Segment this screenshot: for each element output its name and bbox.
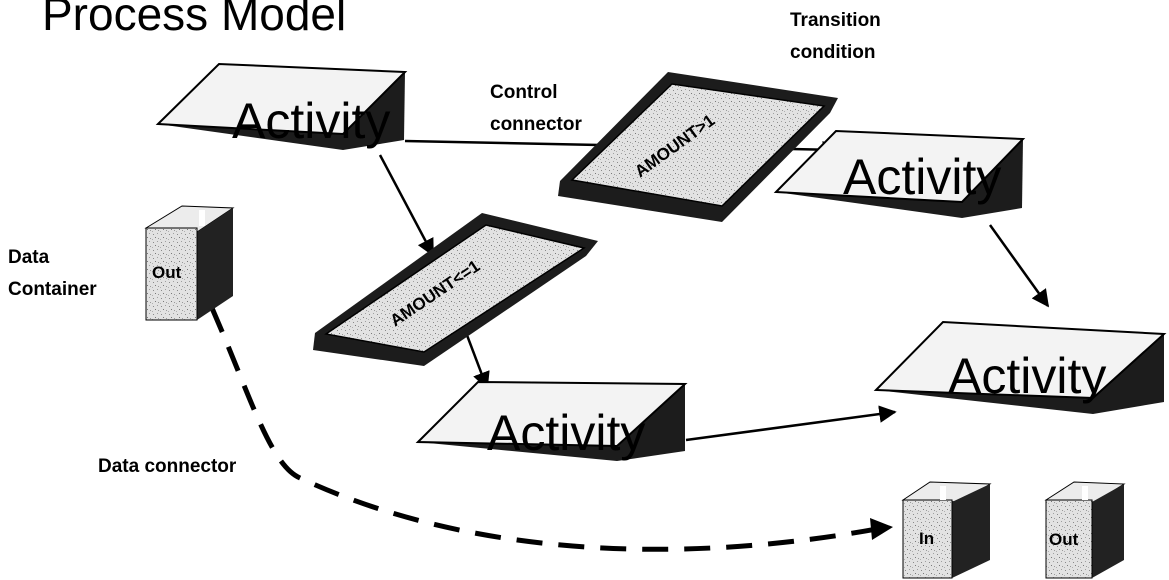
transition-condition-label-line2: condition: [790, 42, 875, 63]
transition-condition-amount-le-1[interactable]: AMOUNT<=1: [313, 213, 598, 366]
data-container-in[interactable]: In: [901, 481, 992, 579]
data-container-out-right[interactable]: Out: [1044, 481, 1126, 579]
activity-1[interactable]: Activity: [155, 62, 408, 150]
activity-3-label: Activity: [487, 405, 645, 461]
activity-2[interactable]: Activity: [773, 129, 1026, 218]
control-connector-line-to-activity4: [988, 224, 1050, 308]
data-connector-line: [209, 306, 883, 552]
activity-4-label: Activity: [948, 348, 1106, 404]
data-connector-arrowhead: [870, 518, 893, 540]
activity-1-label: Activity: [232, 93, 390, 149]
transition-condition-amount-gt-1[interactable]: AMOUNT>1: [558, 72, 838, 222]
data-container-out-left-label: Out: [152, 263, 182, 282]
control-connector-label-line2: connector: [490, 114, 582, 135]
activity-3[interactable]: Activity: [415, 380, 688, 461]
data-container-out-left[interactable]: Out: [144, 205, 235, 321]
data-container-in-label: In: [919, 529, 934, 548]
data-container-label-line2: Container: [8, 279, 97, 300]
activity-4[interactable]: Activity: [873, 320, 1167, 414]
data-connector-label: Data connector: [98, 456, 237, 477]
diagram-title: Process Model: [42, 0, 346, 40]
control-connector-line-down: [378, 154, 435, 257]
control-connector-label-line1: Control: [490, 82, 558, 103]
data-container-out-right-label: Out: [1049, 530, 1079, 549]
activity-2-label: Activity: [843, 149, 1001, 205]
control-connector-line-bottom: [685, 405, 897, 442]
transition-condition-label-line1: Transition: [790, 10, 881, 31]
data-container-label-line1: Data: [8, 247, 50, 268]
